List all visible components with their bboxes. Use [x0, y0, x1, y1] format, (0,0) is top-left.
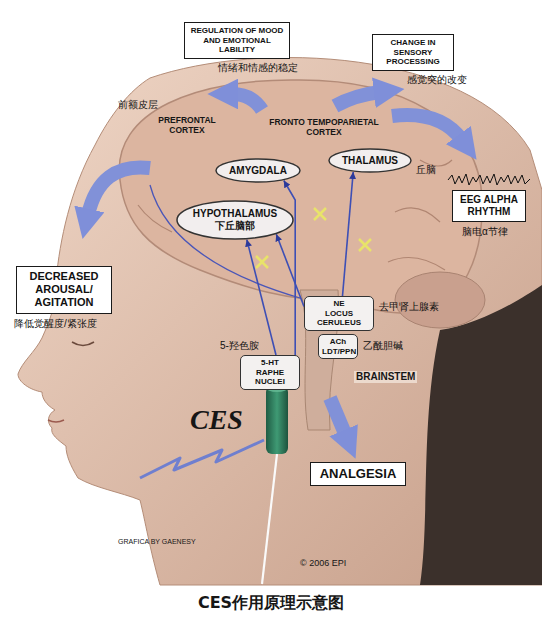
region-label-zh: 前额皮层: [118, 99, 158, 111]
node-annotation: 乙酰胆碱: [363, 340, 403, 352]
effect-arrow: [232, 94, 262, 110]
electrode-wire: [262, 454, 277, 584]
node-text: LOCUS CERULEUS: [308, 309, 370, 328]
eeg-wave: [448, 174, 530, 185]
node-text: RAPHE NUCLEI: [244, 368, 296, 387]
brain-region-ellipse: THALAMUS丘脑: [328, 148, 412, 173]
effect-arrow: [335, 92, 380, 106]
nucleus-box: AChLDT/PPN乙酰胆碱: [318, 334, 358, 359]
effect-box: EEG ALPHA RHYTHM脑电α节律: [452, 190, 526, 222]
neural-pathway: [343, 172, 354, 296]
node-text: HYPOTHALAMUS: [193, 208, 277, 220]
node-text: ACh: [322, 337, 354, 347]
box-shape: DECREASED AROUSAL/ AGITATION: [16, 266, 112, 314]
credit-note: GRAFICA BY GAENESY: [118, 538, 196, 546]
node-annotation: 去甲肾上腺素: [379, 301, 439, 313]
nucleus-box: 5-HTRAPHE NUCLEI5-羟色胺: [240, 355, 300, 390]
gyrus-line: [388, 258, 445, 271]
gyrus-line: [395, 208, 440, 222]
box-shape: AChLDT/PPN: [318, 334, 358, 359]
node-text: CHANGE IN SENSORY PROCESSING: [377, 38, 449, 67]
ellipse-outline: [329, 149, 411, 172]
node-text: 5-HT: [244, 358, 296, 368]
effect-arrow: [330, 398, 346, 436]
brain-region-ellipse: AMYGDALA: [215, 158, 301, 183]
region-label: BRAINSTEM: [354, 371, 417, 383]
box-shape: 5-HTRAPHE NUCLEI: [240, 355, 300, 390]
node-annotation: 降低觉醒度/紧张度: [14, 318, 97, 330]
effect-box: CHANGE IN SENSORY PROCESSING感觉突的改变: [372, 34, 454, 71]
node-text: ANALGESIA: [315, 466, 401, 482]
node-text: LDT/PPN: [322, 347, 354, 357]
box-shape: ANALGESIA: [310, 462, 406, 486]
nerve-line: [150, 185, 300, 298]
region-label: FRONTO TEMPOPARIETAL CORTEX: [262, 118, 386, 138]
ellipse-outline: [177, 201, 293, 239]
neural-pathway: [276, 234, 304, 306]
effect-box: ANALGESIA: [310, 462, 406, 486]
box-shape: CHANGE IN SENSORY PROCESSING: [372, 34, 454, 71]
node-annotation: 脑电α节律: [462, 226, 508, 238]
brain-region-ellipse: HYPOTHALAMUS下丘脑部: [176, 200, 294, 240]
ellipse-shape: HYPOTHALAMUS下丘脑部: [176, 200, 294, 240]
copyright-note: © 2006 EPI: [300, 558, 346, 568]
effect-box: DECREASED AROUSAL/ AGITATION降低觉醒度/紧张度: [16, 266, 112, 314]
node-annotation: 情绪和情感的稳定: [218, 62, 298, 74]
nucleus-box: NELOCUS CERULEUS去甲肾上腺素: [304, 296, 374, 331]
node-text: REGULATION OF MOOD AND EMOTIONAL LABILIT…: [189, 26, 285, 55]
effect-box: REGULATION OF MOOD AND EMOTIONAL LABILIT…: [184, 22, 290, 59]
figure-caption: CES作用原理示意图: [0, 594, 542, 612]
box-shape: EEG ALPHA RHYTHM: [452, 190, 526, 222]
effect-arrow: [392, 115, 462, 140]
gyrus-line: [138, 205, 172, 232]
node-text: AMYGDALA: [229, 165, 287, 177]
region-label: PREFRONTAL CORTEX: [154, 116, 220, 136]
cerebellum: [395, 272, 485, 328]
node-text: NE: [308, 299, 370, 309]
box-shape: NELOCUS CERULEUS: [304, 296, 374, 331]
ellipse-shape: AMYGDALA: [215, 158, 301, 183]
ellipse-outline: [216, 159, 300, 182]
node-text: 下丘脑部: [215, 220, 255, 232]
node-annotation: 感觉突的改变: [407, 74, 467, 86]
electrode: [266, 386, 288, 454]
neural-pathway: [247, 240, 276, 355]
box-shape: REGULATION OF MOOD AND EMOTIONAL LABILIT…: [184, 22, 290, 59]
ellipse-shape: THALAMUS: [328, 148, 412, 173]
node-annotation: 丘脑: [416, 164, 436, 176]
node-text: DECREASED AROUSAL/ AGITATION: [21, 270, 107, 310]
eye: [72, 342, 94, 346]
effect-arrow: [88, 167, 150, 215]
node-annotation: 5-羟色胺: [220, 340, 259, 352]
stimulation-label: CES: [190, 404, 243, 436]
mouth: [48, 420, 64, 422]
node-text: THALAMUS: [342, 155, 398, 167]
stimulation-bolt: [140, 440, 264, 478]
node-text: EEG ALPHA RHYTHM: [457, 194, 521, 218]
hair: [420, 285, 542, 585]
